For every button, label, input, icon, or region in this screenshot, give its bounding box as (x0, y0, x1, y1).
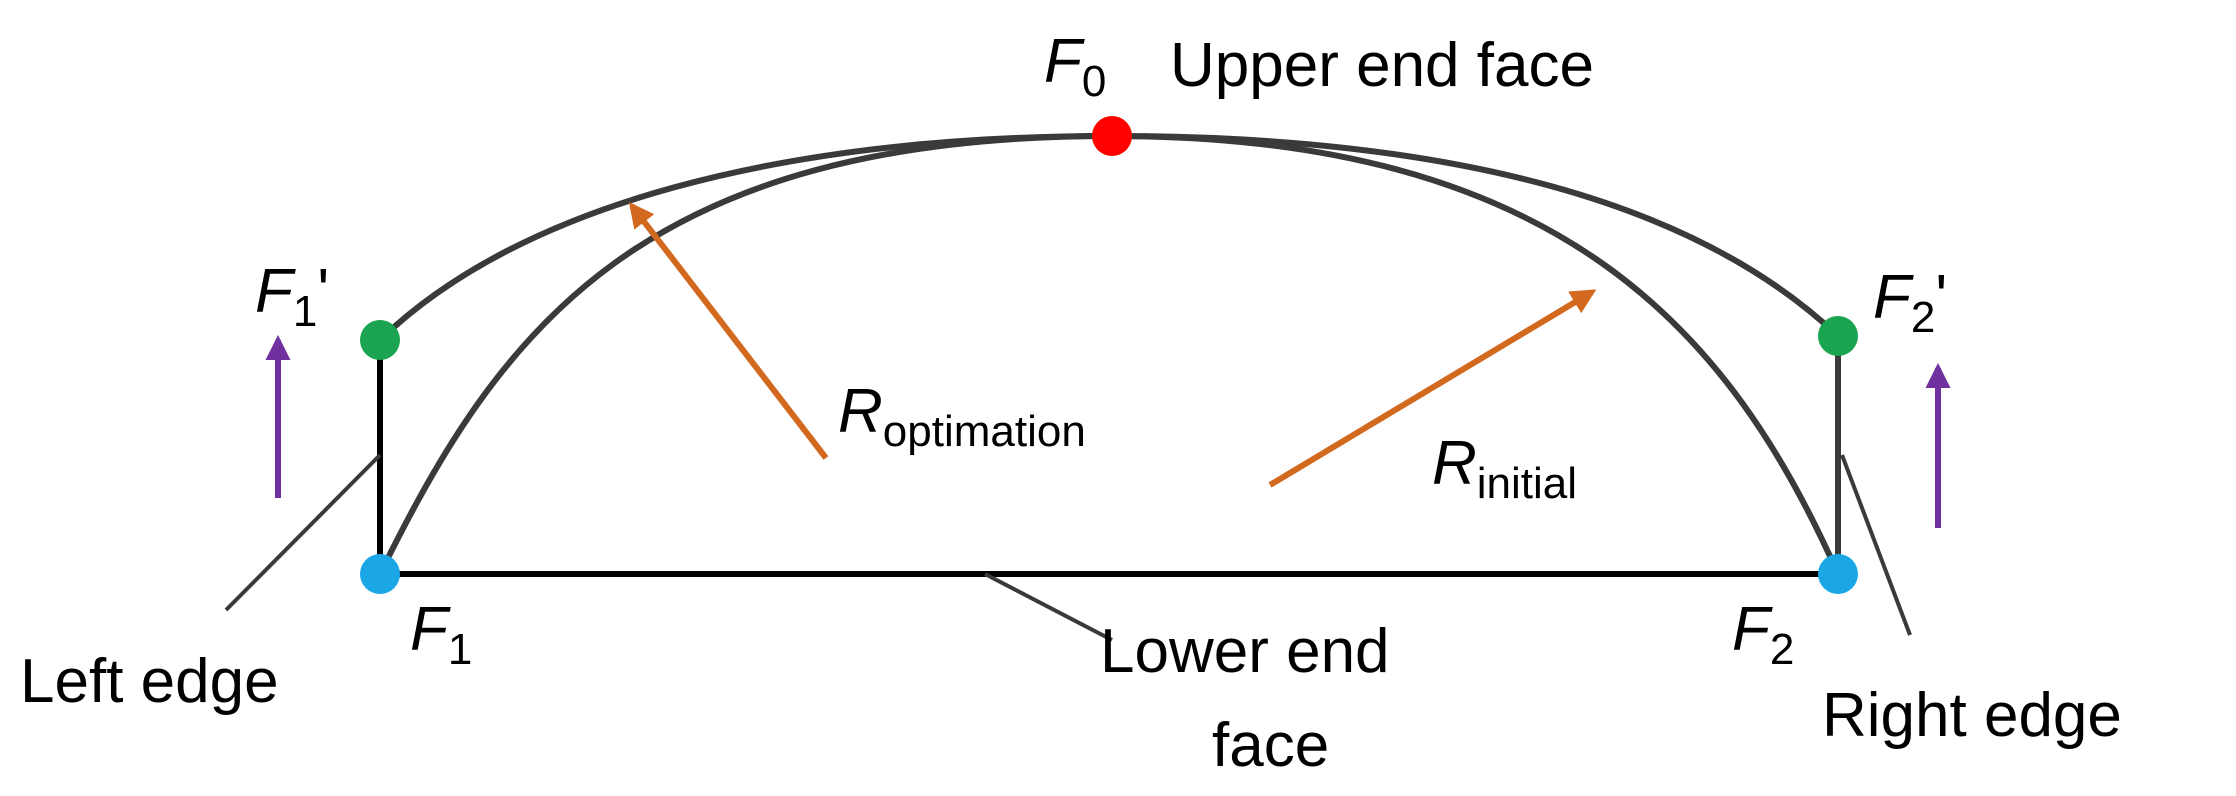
f0-label: F0 (1044, 27, 1106, 106)
left-edge-label: Left edge (20, 647, 279, 716)
r-initial-label: Rinitial (1432, 429, 1577, 508)
f2-label: F2 (1732, 595, 1794, 674)
r-optimation-label: Roptimation (838, 377, 1086, 456)
f0-point (1092, 116, 1132, 156)
f1-prime-point (360, 320, 400, 360)
f2-point (1818, 554, 1858, 594)
f1-label: F1 (410, 595, 472, 674)
right-edge-label: Right edge (1822, 681, 2122, 750)
initial-arc (377, 132, 1841, 576)
r-optimation-arrow (628, 202, 829, 460)
left-edge-leader (224, 453, 382, 612)
f1-prime-label: F1' (255, 257, 329, 336)
upper-end-face-label: Upper end face (1170, 31, 1594, 100)
f2-prime-point (1818, 316, 1858, 356)
right-edge-leader (1840, 454, 1912, 636)
r-initial-arrow (1268, 289, 1597, 488)
lower-end-face-label-line1: Lower end (1100, 617, 1390, 686)
optimized-arc (377, 132, 1841, 343)
f2-prime-label: F2' (1873, 263, 1947, 342)
lower-end-face-label-line2: face (1212, 711, 1329, 780)
lower-end-face-leader (984, 572, 1113, 642)
f1-point (360, 554, 400, 594)
